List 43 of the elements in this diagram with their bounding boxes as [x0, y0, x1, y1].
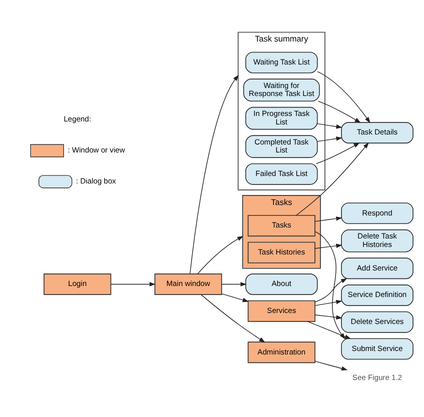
arrow: [317, 71, 370, 124]
node-box: Respond: [341, 202, 414, 224]
arrow: [200, 294, 266, 343]
arrow: [222, 282, 247, 286]
node-box: Main window: [154, 273, 222, 295]
node-box: Add Service: [341, 258, 414, 280]
arrow: [307, 321, 352, 339]
arrow: [316, 142, 360, 164]
node-box: About: [245, 273, 318, 295]
node-box: Services: [248, 300, 316, 322]
arrow: [314, 231, 346, 340]
node-box: In Progress Task List: [245, 106, 318, 130]
legend-label: : Window or view: [68, 146, 125, 155]
arrow: [314, 278, 348, 303]
arrow: [316, 123, 342, 129]
label: Legend:: [64, 114, 92, 124]
node-box: Tasks: [248, 214, 316, 236]
node-box: Completed Task List: [245, 135, 318, 158]
arrow: [314, 300, 342, 306]
node-box: Delete Task Histories: [341, 229, 414, 252]
arrow: [110, 282, 156, 286]
node-box: Task Details: [341, 122, 414, 144]
arrow: [314, 314, 342, 320]
node-box: Service Definition: [341, 284, 414, 306]
node-box: Waiting Task List: [245, 52, 318, 74]
arrow: [190, 74, 239, 274]
arrow: [314, 216, 342, 222]
arrow: [318, 100, 361, 123]
arrow: [296, 142, 369, 216]
node-box: Failed Task List: [245, 163, 318, 185]
arrow: [314, 360, 348, 371]
node-box: Delete Services: [341, 311, 414, 333]
arrow: [197, 236, 244, 274]
arrow: [316, 136, 342, 142]
arrow: [314, 244, 342, 249]
node-box: Task Histories: [248, 242, 316, 264]
node-box: Login: [44, 273, 112, 295]
arrow: [222, 294, 249, 302]
node-text: See Figure 1.2: [352, 372, 402, 382]
node-box: Waiting for Response Task List: [243, 78, 320, 102]
legend-label: : Dialog box: [76, 176, 116, 186]
node-box: Administration: [248, 342, 316, 364]
node-box: Submit Service: [341, 338, 414, 360]
